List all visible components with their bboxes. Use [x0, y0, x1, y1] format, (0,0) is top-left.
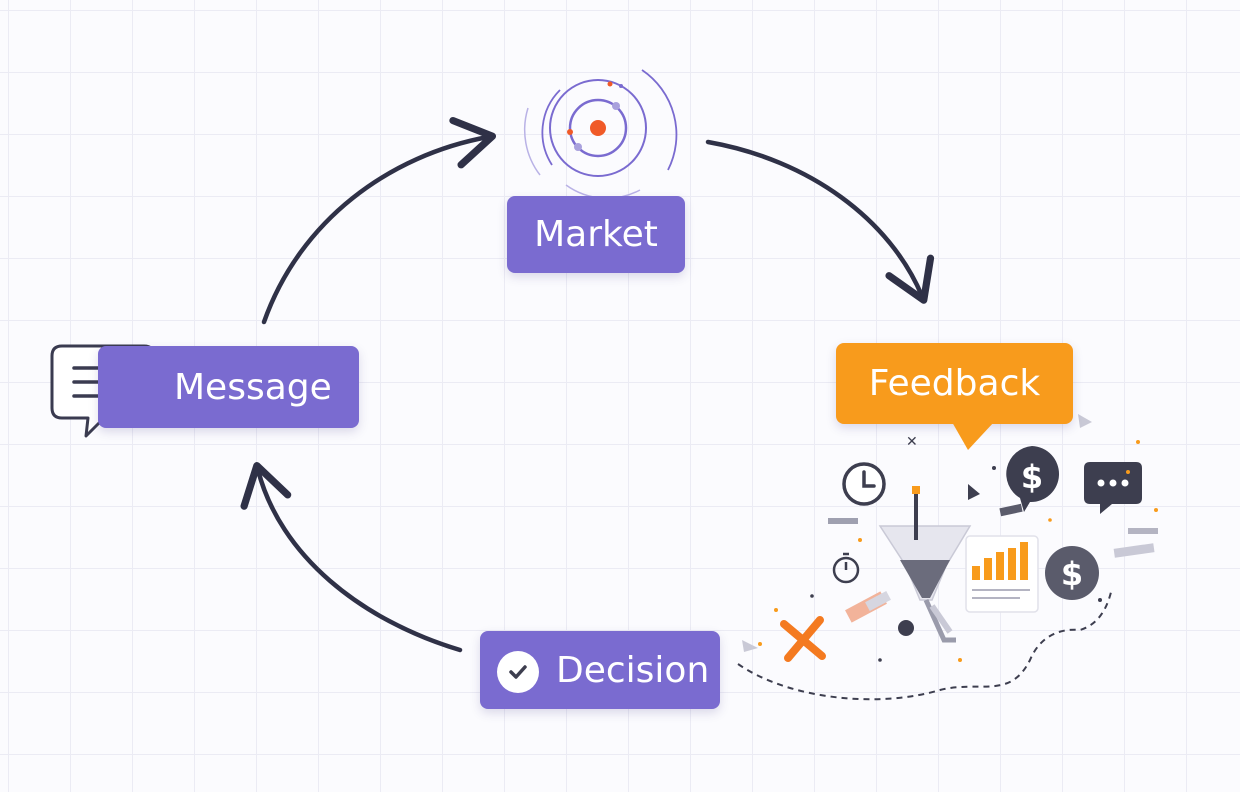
market-node: Market	[507, 196, 685, 273]
arrow-decision-to-message	[240, 462, 463, 653]
decision-label: Decision	[556, 649, 710, 691]
funnel-icon	[878, 486, 972, 643]
bar-chart-icon	[965, 535, 1039, 613]
svg-text:✕: ✕	[906, 434, 918, 450]
feedback-label: Feedback	[868, 363, 1041, 404]
dollar-coin-icon: $	[1006, 446, 1060, 512]
stopwatch-icon	[832, 552, 860, 584]
arrow-market-to-feedback	[705, 139, 935, 304]
clock-icon	[842, 462, 886, 506]
chat-dots-icon	[1084, 462, 1142, 514]
target-orbit-icon	[523, 69, 678, 199]
x-mark-icon	[780, 616, 826, 662]
dashed-trail	[737, 587, 1113, 701]
dollar-coin-icon: $	[1045, 546, 1099, 600]
message-label: Message	[174, 366, 332, 408]
svg-text:$: $	[1021, 458, 1043, 496]
message-node: Message	[98, 346, 359, 428]
feedback-node: Feedback	[836, 343, 1073, 424]
feedback-illustration: $ $	[737, 414, 1158, 701]
check-icon	[497, 651, 539, 693]
market-label: Market	[534, 214, 658, 255]
feedback-bubble-tail	[952, 422, 994, 450]
arrow-message-to-market	[261, 116, 497, 325]
svg-text:$: $	[1061, 555, 1083, 593]
